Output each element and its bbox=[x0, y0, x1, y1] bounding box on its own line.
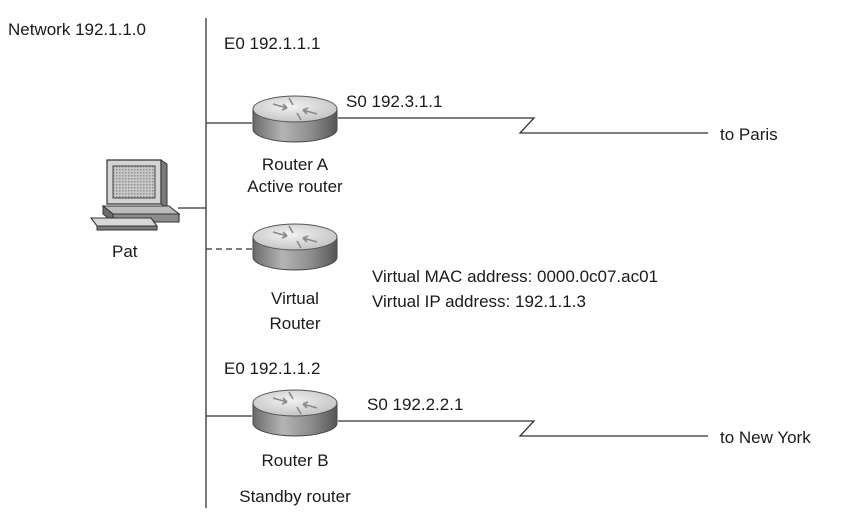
router-b-e0-label: E0 192.1.1.2 bbox=[224, 359, 321, 378]
router-a-icon bbox=[252, 95, 338, 143]
network-label: Network 192.1.1.0 bbox=[8, 20, 146, 39]
router-a-s0-label: S0 192.3.1.1 bbox=[346, 92, 443, 111]
workstation-icon bbox=[89, 159, 181, 231]
router-b-destination: to New York bbox=[720, 428, 811, 447]
router-a-destination: to Paris bbox=[720, 125, 778, 144]
router-a-role: Active router bbox=[247, 177, 343, 196]
virtual-router-name-line2: Router bbox=[269, 314, 321, 333]
router-b-role: Standby router bbox=[239, 487, 351, 506]
router-a-e0-label: E0 192.1.1.1 bbox=[224, 34, 321, 53]
virtual-mac-address: Virtual MAC address: 0000.0c07.ac01 bbox=[372, 267, 659, 286]
router-b-icon bbox=[252, 389, 338, 437]
router-b-serial-link bbox=[338, 420, 708, 437]
virtual-router-icon bbox=[252, 223, 338, 271]
router-b-s0-label: S0 192.2.2.1 bbox=[367, 395, 464, 414]
router-b-name: Router B bbox=[261, 451, 329, 470]
virtual-ip-address: Virtual IP address: 192.1.1.3 bbox=[372, 292, 586, 311]
router-a-name: Router A bbox=[261, 155, 329, 174]
virtual-router-name-line1: Virtual bbox=[271, 289, 319, 308]
router-a-serial-link bbox=[338, 117, 708, 134]
host-name: Pat bbox=[112, 242, 138, 261]
